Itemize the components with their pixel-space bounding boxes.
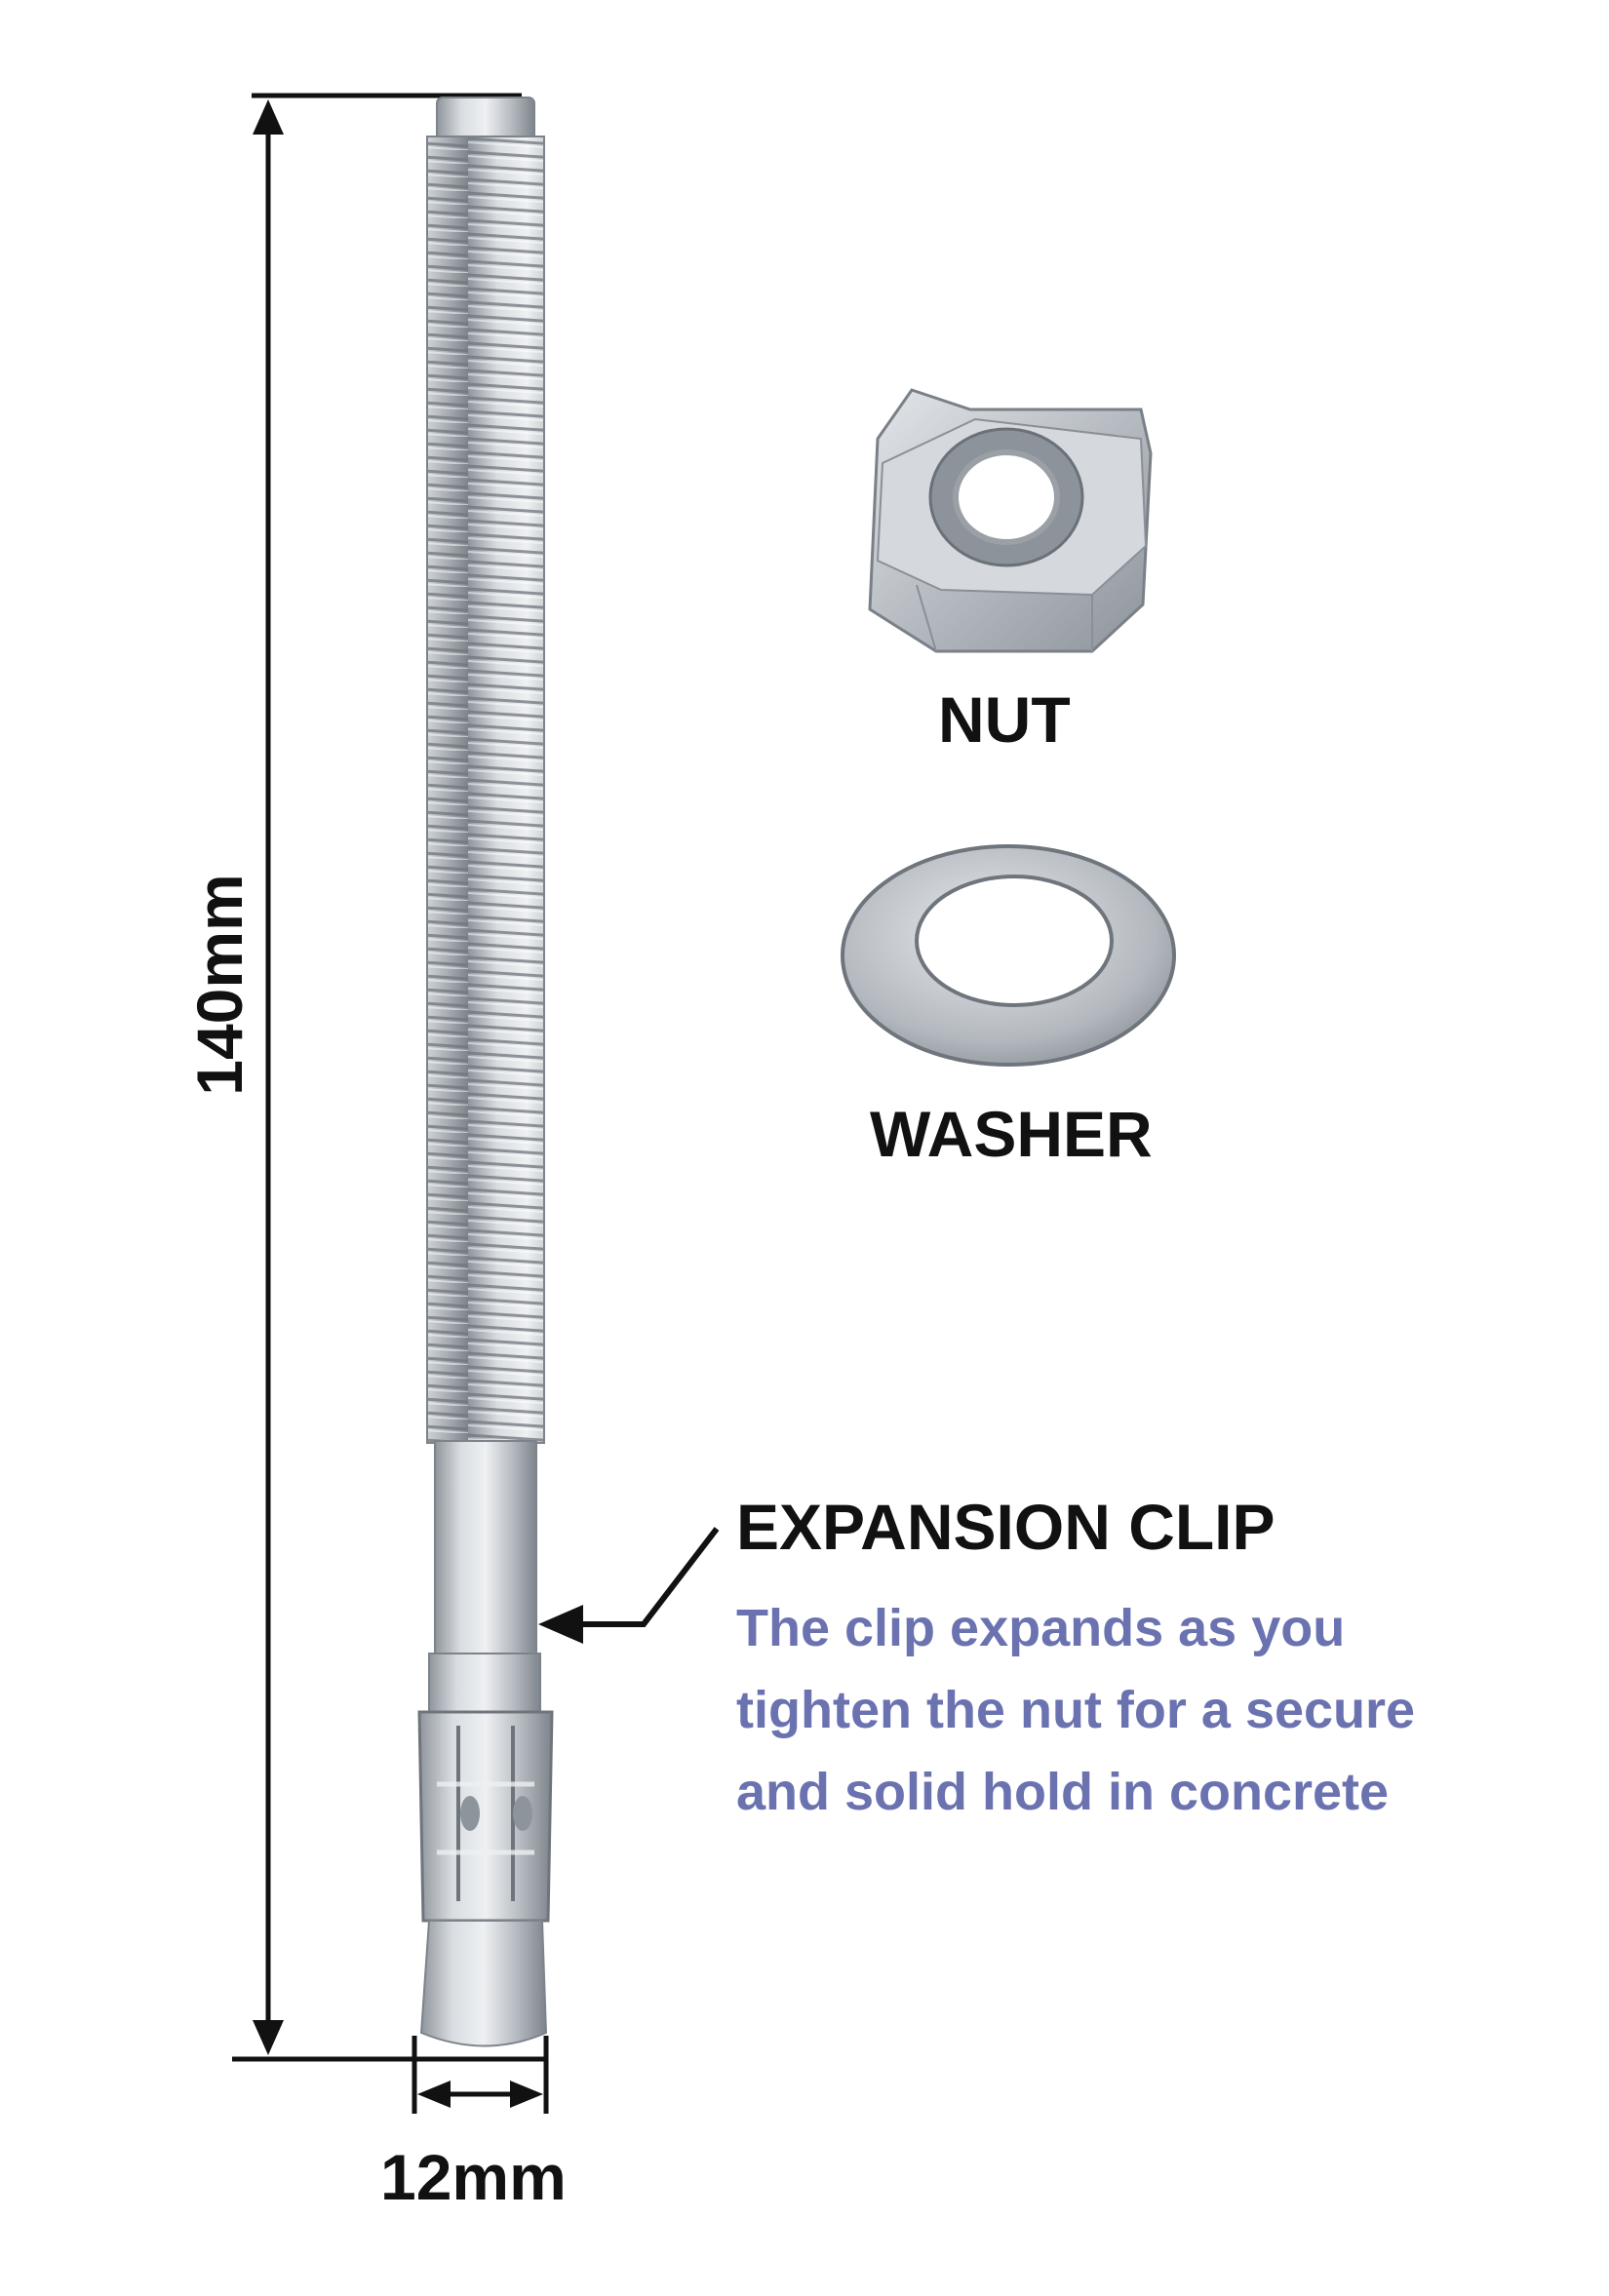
arrow-down-icon bbox=[253, 2020, 284, 2055]
description-line: tighten the nut for a secure bbox=[736, 1681, 1416, 1739]
cone-end bbox=[419, 1920, 548, 2047]
length-dimension bbox=[232, 93, 546, 2062]
arrow-up-icon bbox=[253, 99, 284, 135]
diameter-dimension bbox=[412, 2036, 549, 2114]
anchor-bolt bbox=[417, 97, 554, 2047]
description-line: The clip expands as you bbox=[736, 1599, 1346, 1657]
arrow-right-icon bbox=[510, 2081, 543, 2108]
pointer-arrow-icon bbox=[538, 1605, 583, 1644]
clip-band bbox=[428, 1653, 541, 1713]
nut-label: NUT bbox=[938, 683, 1071, 756]
expansion-clip-description: The clip expands as you tighten the nut … bbox=[736, 1587, 1536, 1833]
nut-icon bbox=[868, 388, 1153, 653]
arrow-left-icon bbox=[417, 2081, 451, 2108]
length-label: 140mm bbox=[183, 874, 255, 1096]
description-line: and solid hold in concrete bbox=[736, 1763, 1390, 1821]
threaded-shaft bbox=[427, 136, 544, 1443]
smooth-shaft bbox=[434, 1440, 537, 1656]
washer-label: WASHER bbox=[870, 1098, 1153, 1170]
expansion-clip-title: EXPANSION CLIP bbox=[736, 1491, 1275, 1563]
diameter-label: 12mm bbox=[380, 2141, 567, 2213]
expansion-clip bbox=[417, 1710, 554, 1923]
clip-pointer bbox=[538, 1527, 720, 1644]
washer-icon bbox=[841, 844, 1176, 1067]
